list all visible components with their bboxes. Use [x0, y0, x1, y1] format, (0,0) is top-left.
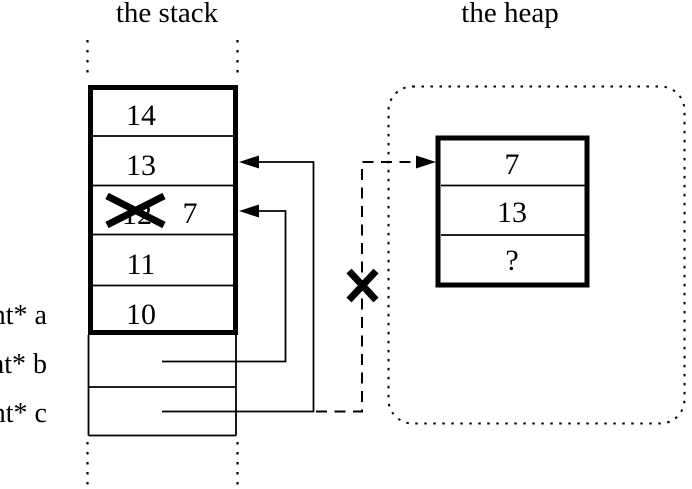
- heap-cell-value: ?: [505, 244, 518, 277]
- var-label-c: int* c: [0, 398, 47, 429]
- pointer-c-arrowhead-icon: [239, 155, 259, 169]
- var-label-b: int* b: [0, 349, 47, 380]
- dangling-pointer-arrowhead-icon: [416, 155, 436, 169]
- stack-cell-value: 14: [126, 99, 156, 132]
- heap-block-box: [435, 135, 590, 288]
- stack-variable-cells-box: [87, 335, 237, 437]
- pointer-line-c: [162, 161, 315, 413]
- stack-cell-value: 11: [127, 248, 156, 281]
- var-label-a: int* a: [0, 300, 48, 331]
- stack-cell-value: 13: [126, 149, 156, 182]
- heap-title: the heap: [461, 0, 558, 29]
- crossed-out-value-x-icon: [105, 192, 166, 229]
- stack-cell-value: 10: [126, 298, 156, 331]
- heap-cell-value: 13: [497, 196, 527, 229]
- heap-cell-value: 7: [505, 148, 520, 181]
- pointer-line-b: [162, 210, 287, 363]
- stack-frame-box: [88, 85, 238, 335]
- stack-cell-new-value: 7: [183, 197, 198, 230]
- pointer-b-arrowhead-icon: [239, 204, 259, 218]
- invalid-pointer-x-icon: [346, 268, 379, 303]
- stack-title: the stack: [116, 0, 219, 29]
